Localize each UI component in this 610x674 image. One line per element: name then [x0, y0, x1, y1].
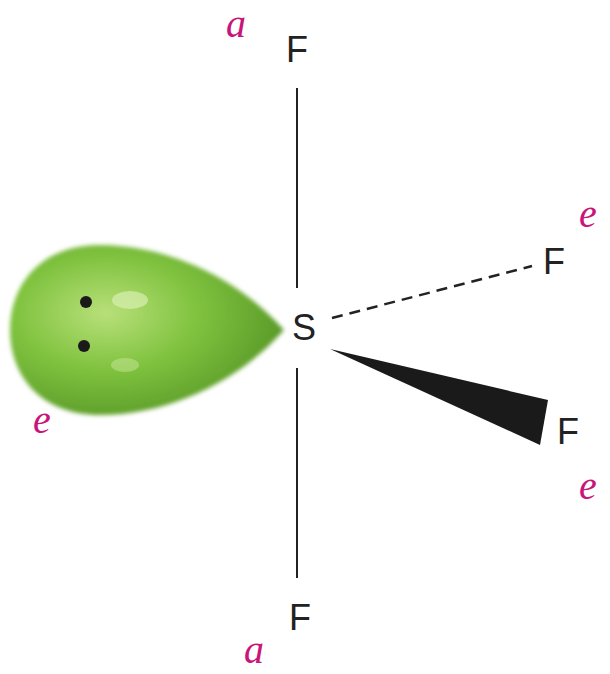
- lone-pair-lobe: [10, 245, 284, 415]
- dashed-bond: [332, 266, 532, 318]
- axial-bond: [296, 368, 298, 578]
- wedge-bond: [330, 349, 548, 445]
- atom-symbol: S: [292, 310, 316, 346]
- axial-bond: [296, 88, 298, 288]
- atom-symbol: F: [289, 600, 311, 636]
- position-label: e: [579, 466, 597, 506]
- position-label: e: [33, 400, 51, 440]
- atom-symbol: F: [286, 32, 308, 68]
- atom-symbol: F: [543, 244, 565, 280]
- position-label: e: [579, 194, 597, 234]
- position-label: a: [226, 4, 246, 44]
- position-label: a: [244, 630, 264, 670]
- atom-symbol: F: [557, 414, 579, 450]
